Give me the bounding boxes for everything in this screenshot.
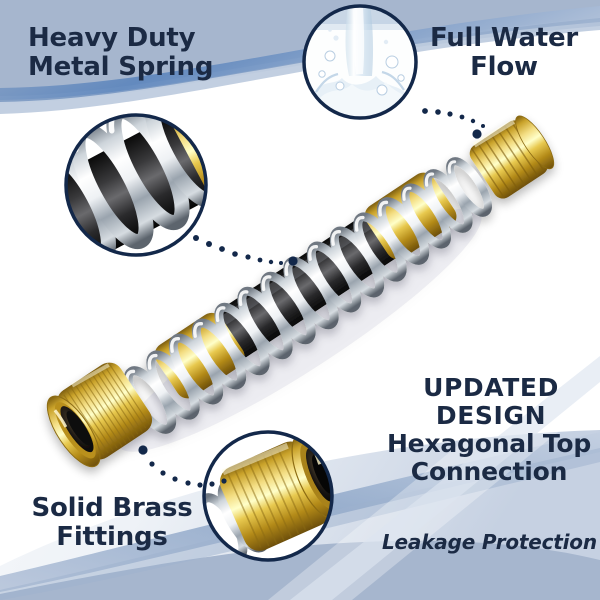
- leader-line-brass: [138, 445, 227, 488]
- callout-label-solid-brass-fittings: Solid Brass Fittings: [31, 493, 193, 553]
- feature-line-connection: Connection: [410, 457, 568, 486]
- callout-label-heavy-duty-metal-spring: Heavy Duty Metal Spring: [28, 23, 214, 83]
- feature-line-hexagonal-top: Hexagonal Top: [386, 429, 592, 458]
- leader-line-spring: [193, 235, 298, 266]
- callout-circle-full-water-flow: [302, 4, 418, 120]
- leader-line-water: [422, 108, 485, 139]
- feature-line-leakage-protection: Leakage Protection: [382, 530, 597, 554]
- feature-line-design: DESIGN: [435, 401, 547, 430]
- product-image-spring-hose-protector: [46, 115, 555, 468]
- feature-line-updated: UPDATED: [423, 373, 559, 402]
- callout-label-full-water-flow: Full Water Flow: [429, 23, 579, 83]
- callout-circle-solid-brass-fittings: [202, 430, 334, 562]
- brass-male-threaded-end: [469, 115, 555, 199]
- brass-swivel-nut: [46, 362, 153, 468]
